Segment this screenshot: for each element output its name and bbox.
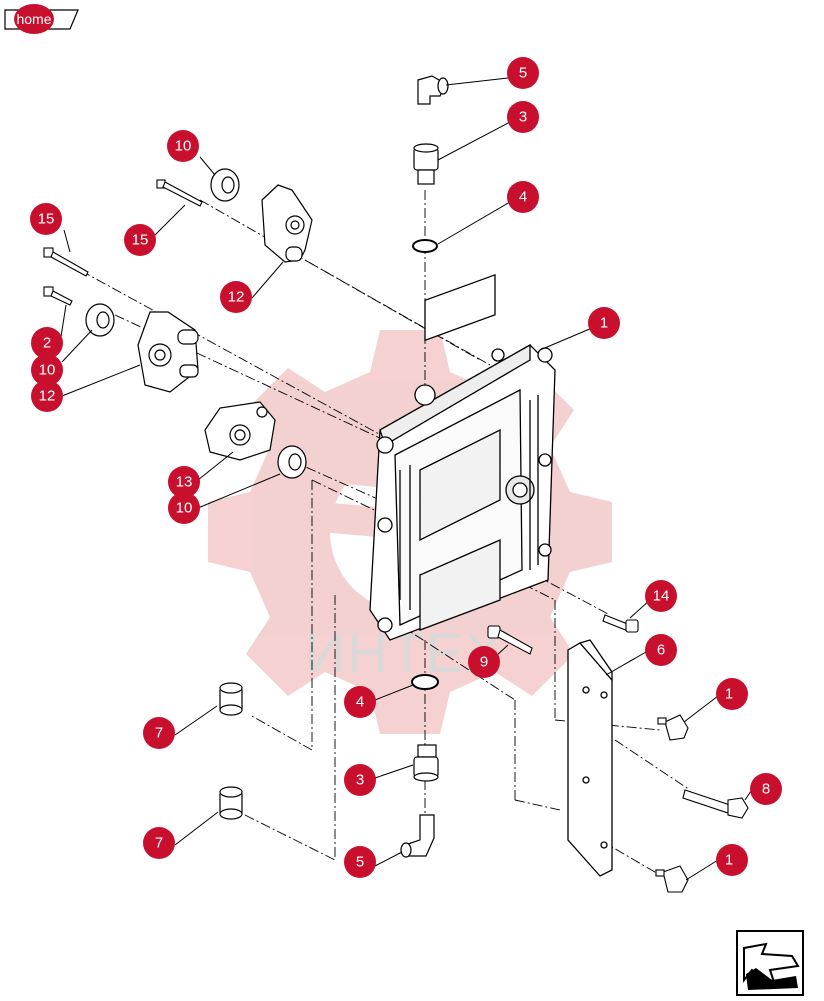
callout-10-mid: 10 [31, 354, 63, 386]
callout-1-low: 1 [716, 844, 748, 876]
svg-text:7: 7 [155, 725, 163, 742]
callout-14: 14 [645, 580, 677, 612]
seal-ring-top [412, 239, 438, 253]
svg-text:15: 15 [132, 232, 149, 249]
callout-10-top: 10 [167, 130, 199, 162]
mount-bracket-upper [261, 184, 313, 263]
adapter-fitting-top [413, 143, 439, 185]
svg-text:3: 3 [356, 772, 364, 789]
mounting-plate [567, 639, 613, 877]
callout-2: 2 [31, 327, 63, 359]
short-bolt [43, 286, 73, 306]
svg-text:8: 8 [762, 781, 770, 798]
nut-mid [85, 303, 115, 337]
callout-12-upper: 12 [220, 281, 252, 313]
bolt-upper [156, 179, 203, 207]
callout-4-top: 4 [507, 181, 539, 213]
home-button[interactable]: home [4, 4, 80, 34]
spacer-upper [219, 682, 243, 716]
svg-text:4: 4 [356, 694, 364, 711]
callout-3-low: 3 [344, 764, 376, 796]
nut-low [277, 445, 307, 479]
next-page-button[interactable] [736, 930, 804, 996]
ecu-module [369, 273, 556, 641]
bolt-left [43, 247, 89, 277]
callout-7-upper: 7 [143, 717, 175, 749]
svg-text:1: 1 [600, 315, 608, 332]
spacer-lower [219, 786, 243, 820]
svg-text:15: 15 [38, 211, 55, 228]
callout-12-left: 12 [31, 380, 63, 412]
callout-7-lower: 7 [143, 827, 175, 859]
callout-8: 8 [750, 773, 782, 805]
seal-ring-lower [411, 674, 439, 690]
svg-text:5: 5 [519, 65, 527, 82]
svg-text:2: 2 [43, 335, 51, 352]
svg-text:6: 6 [657, 642, 665, 659]
svg-text:1: 1 [725, 686, 733, 703]
svg-text:7: 7 [155, 835, 163, 852]
svg-text:12: 12 [228, 289, 245, 306]
callout-1-top: 1 [588, 307, 620, 339]
leader-lines [59, 77, 754, 881]
bolt-9 [487, 625, 533, 655]
callout-3-top: 3 [507, 101, 539, 133]
elbow-fitting-lower [400, 814, 435, 858]
long-bolt-8 [682, 789, 749, 819]
svg-text:9: 9 [480, 654, 488, 671]
clip-mid [657, 714, 689, 741]
callout-4-low: 4 [344, 686, 376, 718]
callout-15-upper: 15 [124, 224, 156, 256]
svg-text:1: 1 [725, 852, 733, 869]
callout-9: 9 [468, 646, 500, 678]
svg-text:5: 5 [356, 854, 364, 871]
callout-5-low: 5 [344, 846, 376, 878]
svg-text:10: 10 [175, 138, 192, 155]
callout-13: 13 [168, 466, 200, 498]
clip-low [655, 865, 689, 893]
screw-14 [602, 614, 639, 633]
nut-top [210, 168, 240, 202]
callout-5-top: 5 [507, 57, 539, 89]
mount-bracket-left [137, 311, 199, 393]
svg-text:3: 3 [519, 109, 527, 126]
svg-text:13: 13 [176, 474, 193, 491]
adapter-fitting-lower [413, 744, 439, 782]
svg-text:10: 10 [176, 500, 193, 517]
next-page-arrow-icon [736, 930, 804, 996]
callout-15-left: 15 [30, 203, 62, 235]
mount-bracket-13 [204, 401, 276, 461]
callout-10-low: 10 [168, 492, 200, 524]
svg-text:12: 12 [39, 388, 56, 405]
home-label: home [14, 4, 54, 34]
svg-text:10: 10 [39, 362, 56, 379]
svg-text:4: 4 [519, 189, 527, 206]
elbow-fitting-top [417, 75, 449, 105]
svg-text:14: 14 [653, 588, 670, 605]
callout-6: 6 [645, 634, 677, 666]
callout-1-mid: 1 [716, 678, 748, 710]
